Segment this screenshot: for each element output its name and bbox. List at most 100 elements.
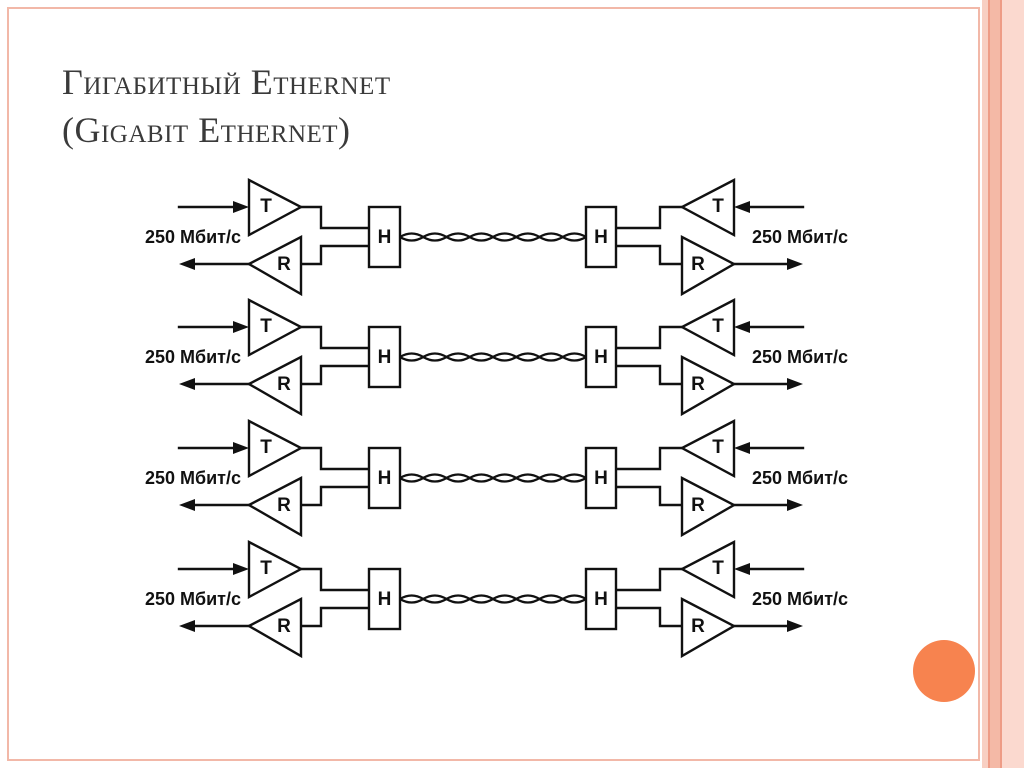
right-hybrid-block xyxy=(584,205,618,269)
right-receiver-label: R xyxy=(691,616,705,637)
right-receiver-label: R xyxy=(691,374,705,395)
left-hybrid-label: H xyxy=(378,589,392,610)
left-rate-label: 250 Мбит/с xyxy=(145,227,241,247)
right-receiver xyxy=(680,597,737,659)
left-receiver-label: R xyxy=(277,495,291,516)
arrow-head xyxy=(734,563,750,575)
right-tx-wire xyxy=(616,446,682,471)
right-rx-wire xyxy=(616,606,682,628)
left-transmitter xyxy=(247,178,304,238)
arrow-head xyxy=(734,321,750,333)
decorative-band xyxy=(982,0,988,768)
decorative-band xyxy=(1002,0,1024,768)
left-rate-label: 250 Мбит/с xyxy=(145,468,241,488)
left-rate-label: 250 Мбит/с xyxy=(145,589,241,609)
right-transmitter xyxy=(679,178,736,238)
right-receiver-label: R xyxy=(691,254,705,275)
decorative-line xyxy=(1000,0,1002,768)
slide-title-line-2: (Gigabit Ethernet) xyxy=(62,110,351,150)
right-rx-wire xyxy=(616,364,682,386)
right-tx-wire xyxy=(616,567,682,592)
left-transmitter xyxy=(247,298,304,358)
arrow-head xyxy=(787,620,803,632)
arrow-head xyxy=(179,499,195,511)
slide-title-line-1: Гигабитный Ethernet xyxy=(62,62,391,102)
left-hybrid-block xyxy=(367,205,402,269)
left-transmitter xyxy=(247,540,304,600)
left-transmitter xyxy=(247,419,304,479)
left-hybrid-label: H xyxy=(378,227,392,248)
right-receiver xyxy=(680,355,737,417)
decorative-circle xyxy=(913,640,975,702)
arrow-head xyxy=(233,201,249,213)
right-rate-label: 250 Мбит/с xyxy=(752,468,848,488)
arrow-head xyxy=(734,442,750,454)
arrow-head xyxy=(233,563,249,575)
right-hybrid-block xyxy=(584,446,618,510)
right-transmitter-label: T xyxy=(712,316,724,337)
slide-frame xyxy=(7,7,980,761)
left-hybrid-block xyxy=(367,567,402,631)
decorative-line xyxy=(988,0,990,768)
left-receiver-label: R xyxy=(277,616,291,637)
left-rx-wire xyxy=(301,364,369,386)
left-receiver xyxy=(246,235,303,297)
right-rate-label: 250 Мбит/с xyxy=(752,227,848,247)
channel-2: T R H 250 Мбит/с H T R 250 Мбит/с xyxy=(145,298,848,417)
twisted-pair-wire-b xyxy=(399,355,587,362)
right-receiver xyxy=(680,476,737,538)
arrow-head xyxy=(179,620,195,632)
right-transmitter-label: T xyxy=(712,196,724,217)
left-hybrid-label: H xyxy=(378,468,392,489)
right-rx-wire xyxy=(616,244,682,266)
left-rx-wire xyxy=(301,244,369,266)
right-tx-wire xyxy=(616,205,682,230)
left-transmitter-label: T xyxy=(260,316,272,337)
right-rx-wire xyxy=(616,485,682,507)
right-hybrid-label: H xyxy=(594,468,608,489)
right-transmitter-label: T xyxy=(712,437,724,458)
arrow-head xyxy=(787,499,803,511)
right-tx-wire xyxy=(616,325,682,350)
right-receiver-label: R xyxy=(691,495,705,516)
right-hybrid-label: H xyxy=(594,227,608,248)
right-transmitter xyxy=(679,419,736,479)
right-hybrid-block xyxy=(584,325,618,389)
left-tx-wire xyxy=(301,325,369,350)
right-rate-label: 250 Мбит/с xyxy=(752,589,848,609)
left-tx-wire xyxy=(301,446,369,471)
left-hybrid-block xyxy=(367,325,402,389)
right-receiver xyxy=(680,235,737,297)
left-receiver xyxy=(246,597,303,659)
right-hybrid-block xyxy=(584,567,618,631)
left-rx-wire xyxy=(301,606,369,628)
slide-title: Гигабитный Ethernet (Gigabit Ethernet) xyxy=(62,58,391,154)
arrow-head xyxy=(787,378,803,390)
right-rate-label: 250 Мбит/с xyxy=(752,347,848,367)
left-tx-wire xyxy=(301,567,369,592)
channel-3: T R H 250 Мбит/с H T R 250 Мбит/с xyxy=(145,419,848,538)
left-transmitter-label: T xyxy=(260,196,272,217)
left-transmitter-label: T xyxy=(260,437,272,458)
right-transmitter xyxy=(679,540,736,600)
twisted-pair-wire-b xyxy=(399,597,587,604)
arrow-head xyxy=(233,321,249,333)
arrow-head xyxy=(734,201,750,213)
twisted-pair-wire-b xyxy=(399,476,587,483)
left-receiver-label: R xyxy=(277,374,291,395)
left-hybrid-label: H xyxy=(378,347,392,368)
right-transmitter xyxy=(679,298,736,358)
left-transmitter-label: T xyxy=(260,558,272,579)
channel-4: T R H 250 Мбит/с H T R 250 Мбит/с xyxy=(145,540,848,659)
arrow-head xyxy=(233,442,249,454)
arrow-head xyxy=(787,258,803,270)
decorative-band xyxy=(990,0,1000,768)
right-hybrid-label: H xyxy=(594,589,608,610)
left-receiver xyxy=(246,355,303,417)
left-rate-label: 250 Мбит/с xyxy=(145,347,241,367)
arrow-head xyxy=(179,378,195,390)
right-transmitter-label: T xyxy=(712,558,724,579)
right-hybrid-label: H xyxy=(594,347,608,368)
